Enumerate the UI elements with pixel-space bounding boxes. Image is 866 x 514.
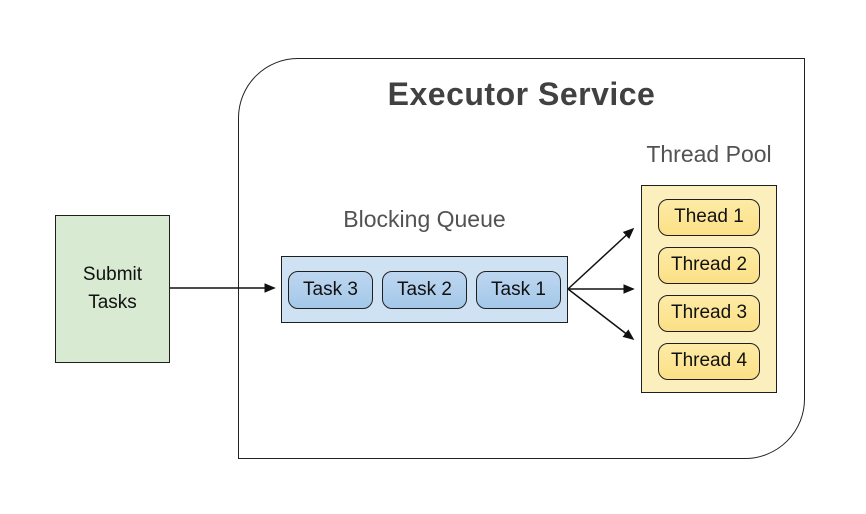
task-label: Task 2 [397, 278, 452, 300]
thread-box-4: Thread 4 [658, 342, 760, 380]
executor-service-title: Executor Service [387, 76, 656, 112]
thread-box-3: Thread 3 [658, 294, 760, 332]
task-label: Task 1 [491, 278, 546, 300]
submit-tasks-label: Submit Tasks [82, 263, 143, 314]
task-box-3: Task 3 [288, 270, 373, 309]
thread-label: Thread 3 [670, 302, 748, 323]
thread-label: Thead 1 [674, 206, 744, 227]
thread-box-2: Thread 2 [658, 246, 760, 284]
submit-tasks-box: Submit Tasks [55, 215, 170, 363]
task-label: Task 3 [303, 278, 358, 300]
executor-service-boundary [238, 58, 805, 459]
thread-box-1: Thead 1 [658, 198, 760, 236]
task-box-1: Task 1 [476, 270, 561, 309]
thread-label: Thread 2 [670, 254, 748, 275]
task-box-2: Task 2 [382, 270, 467, 309]
thread-pool-box: Thead 1 Thread 2 Thread 3 Thread 4 [641, 185, 777, 393]
thread-pool-label: Thread Pool [646, 141, 772, 167]
blocking-queue-label: Blocking Queue [343, 206, 506, 232]
blocking-queue-box: Task 3 Task 2 Task 1 [281, 256, 568, 323]
thread-label: Thread 4 [670, 350, 748, 371]
